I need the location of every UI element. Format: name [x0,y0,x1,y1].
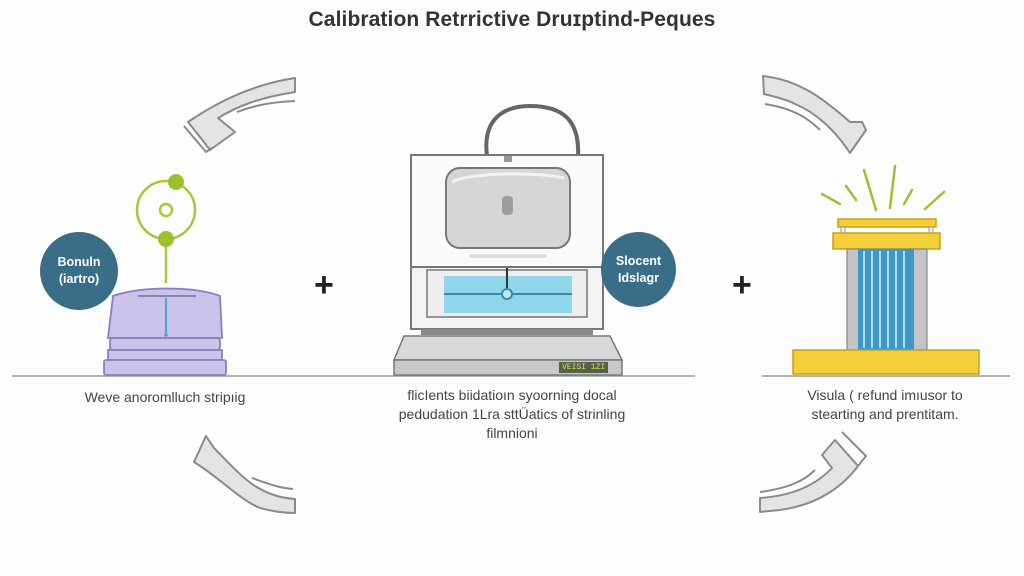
step-1-device-illustration [103,174,227,376]
curved-arrow-bottom-left-icon [193,435,296,514]
curved-arrow-bottom-right-icon [759,431,867,513]
step-3-caption-line: Visula ( refund imıusor to [807,387,963,403]
step-1-badge: Bonuln (iartro) [40,232,118,310]
curved-arrow-top-right-icon [762,75,867,154]
step-2-caption-line: pedudation 1Lra sttÜatics of strinling [398,406,626,422]
step-3-caption: Visula ( refund imıusor to stearting and… [770,386,1000,424]
glow-rays-icon [820,164,946,212]
step-2-badge-line1: Slocent [615,253,662,268]
step-3-caption-line: stearting and prentitam. [811,406,959,422]
step-2-caption-line: filmnioni [486,425,538,441]
device-display-readout: VEISI 1ZI [559,362,609,373]
diagram-title: Calibration Retrrictive Druɪptind-Peques [308,8,716,31]
plus-operator-1: + [314,266,334,304]
step-2-machine-illustration [392,103,624,376]
step-2-badge: Slocent Idslagr [601,232,676,307]
curved-arrow-top-left-icon [183,77,296,153]
orbit-center [158,202,174,218]
step-1-badge-line1: Bonuln [57,255,101,269]
orbit-node-top [168,174,184,190]
step-1-badge-line2: (iartro) [58,272,100,286]
plus-operator-2: + [732,266,752,304]
step-2-badge-line2: Idslagr [618,270,659,285]
step-2-caption-line: flicIents biidatioın syoorning docal [407,387,617,403]
step-3-pillar-illustration [792,164,980,375]
orbit-ring [135,179,197,241]
orbit-node-bottom [158,231,174,247]
step-1-caption: Weve anoromlluch stripıig [84,389,246,405]
step-2-caption: flicIents biidatioın syoorning docal ped… [362,386,662,443]
